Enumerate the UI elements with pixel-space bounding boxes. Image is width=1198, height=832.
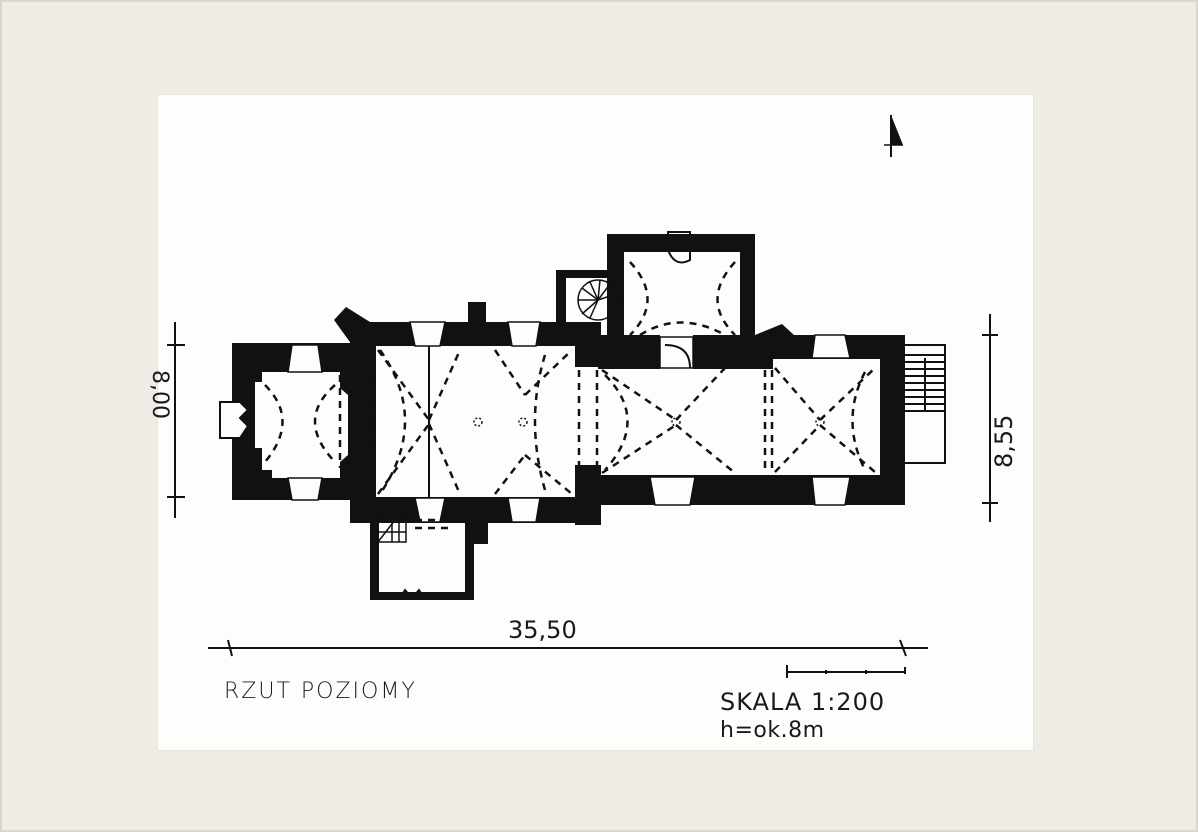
- porch-stair: [377, 511, 407, 543]
- drawing-title: RZUT POZIOMY: [224, 679, 417, 704]
- overall-length-dimension: 35,50: [508, 616, 577, 644]
- spiral-stair: [577, 279, 619, 321]
- west-door: [219, 401, 250, 439]
- scale-label: SKALA 1:200: [720, 688, 886, 716]
- east-width-dimension: 8,55: [990, 414, 1018, 468]
- vault-ribs: [264, 261, 876, 530]
- west-width-dimension: 8,00: [147, 370, 172, 419]
- walls: [232, 234, 905, 600]
- north-arrow-icon: [884, 115, 903, 157]
- scale-bar: [786, 665, 906, 678]
- windows: [287, 321, 851, 523]
- doors: [399, 231, 691, 600]
- dimension-lines: [167, 314, 998, 657]
- height-note: h=ok.8m: [720, 718, 825, 743]
- east-stair: [902, 344, 946, 464]
- vault-bosses: [473, 417, 825, 427]
